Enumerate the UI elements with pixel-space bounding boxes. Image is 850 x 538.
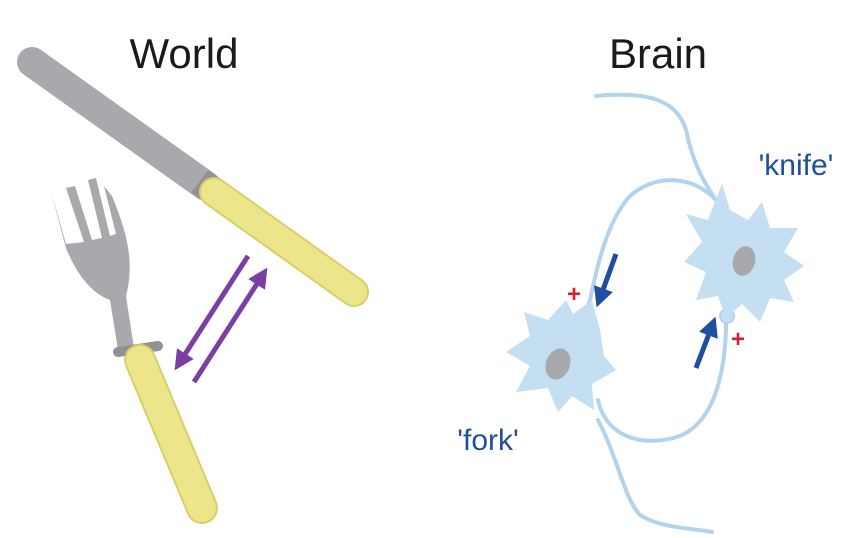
plus-sign-fork: +	[567, 281, 581, 308]
fork-neuron-nucleus	[545, 348, 571, 380]
knife-neuron-label: 'knife'	[759, 149, 834, 182]
signal-arrow-to-fork	[594, 253, 619, 308]
knife-handle	[201, 179, 367, 305]
brain-heading: Brain	[609, 30, 707, 77]
fork-axon-to-knife	[596, 316, 728, 443]
knife-axon-to-fork	[583, 178, 722, 317]
world-heading: World	[130, 30, 239, 77]
upper-dendrite	[594, 92, 722, 207]
neural-fibers	[583, 92, 728, 534]
fork-neuron	[506, 300, 616, 412]
knife-blade	[17, 47, 221, 201]
fork-neuron-label: 'fork'	[457, 424, 518, 457]
fork-handle	[126, 346, 216, 522]
fork-illustration	[50, 178, 218, 524]
fork-head	[50, 178, 134, 350]
association-arrow-to-knife	[191, 267, 268, 384]
lower-dendrite	[596, 418, 714, 534]
signal-arrow-to-knife	[693, 316, 718, 369]
knife-neuron	[684, 184, 804, 322]
plus-sign-knife: +	[731, 326, 745, 353]
association-arrow-to-fork	[174, 254, 251, 371]
knife-neuron-nucleus	[732, 246, 756, 276]
knife-illustration	[17, 47, 369, 307]
